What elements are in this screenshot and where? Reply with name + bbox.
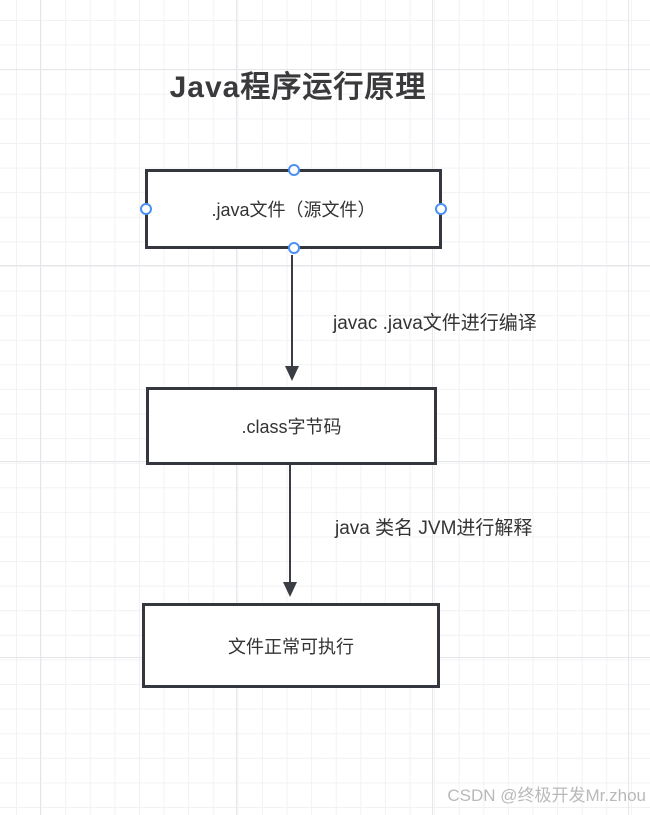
node-label: 文件正常可执行 — [228, 636, 354, 657]
connection-handle-left-icon[interactable] — [140, 203, 152, 215]
arrowhead-down-icon — [285, 366, 299, 381]
edge-label-compile: javac .java文件进行编译 — [333, 313, 537, 334]
flow-node-java-source[interactable]: .java文件（源文件） — [140, 164, 447, 254]
arrowhead-down-icon — [283, 582, 297, 597]
watermark: CSDN @终极开发Mr.zhou — [447, 786, 646, 805]
node-label: .java文件（源文件） — [211, 200, 376, 220]
connection-handle-top-icon[interactable] — [287, 164, 300, 176]
connector-compile-arrow[interactable] — [285, 255, 300, 381]
edge-label-interpret: java 类名 JVM进行解释 — [335, 518, 533, 539]
arrow-line — [289, 465, 291, 582]
arrow-line — [291, 255, 293, 366]
diagram-title: Java程序运行原理 — [169, 71, 427, 104]
connector-interpret-arrow[interactable] — [283, 465, 298, 597]
connection-handle-right-icon[interactable] — [435, 203, 447, 215]
node-label: .class字节码 — [241, 417, 342, 437]
flow-node-executable[interactable]: 文件正常可执行 — [142, 603, 440, 688]
connection-handle-bottom-icon[interactable] — [287, 242, 300, 254]
flow-node-class-bytecode[interactable]: .class字节码 — [146, 387, 437, 465]
